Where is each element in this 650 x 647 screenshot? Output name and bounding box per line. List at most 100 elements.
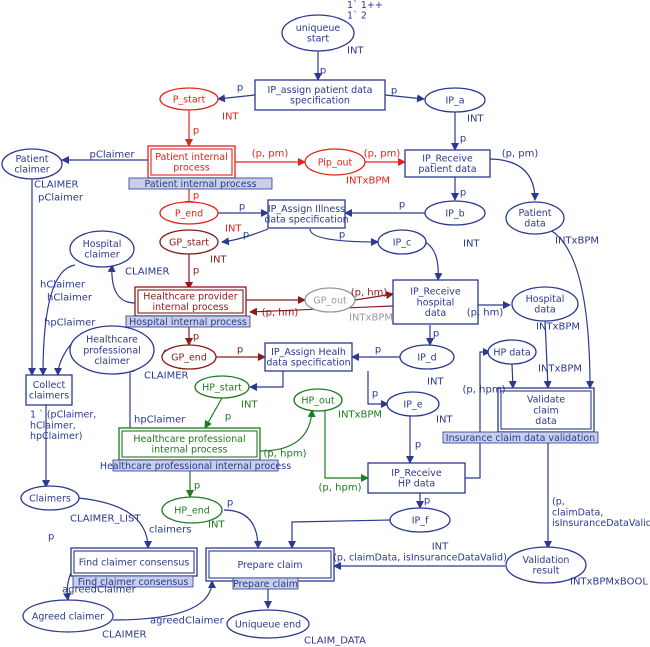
- transition-name: Find claimer consensus: [79, 557, 190, 568]
- arc-label: agreedClaimer: [150, 616, 225, 627]
- place-gp-start[interactable]: GP_start: [159, 229, 219, 255]
- place-name: Claimers: [29, 493, 71, 504]
- place-p-end[interactable]: P_end: [159, 201, 219, 225]
- arc-label: hClaimer: [47, 293, 93, 304]
- arc-label: (p, hm): [467, 308, 504, 319]
- arc-label: p: [339, 230, 345, 241]
- place-name: P_end: [175, 208, 203, 219]
- subpage-tag-prepare-claim[interactable]: Prepare claim: [232, 577, 299, 590]
- place-pip-out[interactable]: Pip_out: [304, 148, 366, 176]
- place-gp-end[interactable]: GP_end: [161, 344, 217, 370]
- place-name: IP_e: [403, 399, 422, 410]
- subpage-tag-label: Hospital internal process: [129, 317, 247, 328]
- arc-label: (p, hpm): [463, 385, 506, 396]
- arc-label: 1` 1++1` 2: [347, 0, 383, 22]
- arc-label: INTxBPM: [346, 176, 390, 187]
- arc-label: p: [320, 66, 326, 77]
- arc: [309, 228, 379, 246]
- subpage-tag-patient-internal[interactable]: Patient internal process: [128, 177, 273, 190]
- place-name: Agreed claimer: [32, 611, 104, 622]
- arc-label: INT: [463, 239, 480, 250]
- arc-label: INT: [222, 112, 239, 123]
- place-ip-f[interactable]: IP_f: [389, 507, 451, 533]
- place-claimers[interactable]: Claimers: [20, 485, 80, 511]
- place-ip-b[interactable]: IP_b: [424, 200, 486, 226]
- place-p-start[interactable]: P_start: [159, 87, 219, 111]
- arc-label: claimers: [149, 525, 191, 536]
- subpage-tag-find-consensus[interactable]: Find claimer consensus: [72, 575, 194, 588]
- subpage-tag-label: Healthcare professional internal process: [100, 461, 291, 472]
- place-hp-start[interactable]: HP_start: [194, 375, 250, 399]
- arc-label: p: [391, 86, 397, 97]
- arc: [107, 264, 136, 304]
- place-name: P_start: [173, 94, 206, 105]
- arc-label: INTxBPM: [338, 410, 382, 421]
- place-ip-e[interactable]: IP_e: [386, 391, 440, 417]
- place-ip-c[interactable]: IP_c: [377, 229, 427, 255]
- place-name: IP_a: [445, 95, 464, 106]
- place-name: GP_end: [171, 352, 207, 363]
- arc-label: hpClaimer: [134, 415, 186, 426]
- arc-label: (p, claimData, isInsuranceDataValid): [333, 552, 507, 563]
- place-name: HP_start: [202, 382, 242, 393]
- arc: [77, 497, 152, 549]
- arc: [424, 241, 443, 281]
- arc: [204, 397, 223, 429]
- place-hp-end[interactable]: HP_end: [161, 496, 223, 524]
- arc: [259, 409, 316, 452]
- transition-find-consensus[interactable]: Find claimer consensus: [70, 547, 198, 577]
- place-uniqueue-end[interactable]: Uniqueue end: [226, 609, 310, 639]
- arc: [489, 158, 539, 201]
- place-name: IP_f: [412, 515, 429, 526]
- place-name: HP_out: [301, 395, 334, 406]
- place-agreed-claimer[interactable]: Agreed claimer: [22, 599, 114, 633]
- place-gp-out[interactable]: GP_out: [304, 287, 356, 313]
- arc-label: INTxBPM: [555, 236, 599, 247]
- subpage-tag-validate-claim[interactable]: Insurance claim data validation: [442, 431, 599, 444]
- subpage-tag-label: Find claimer consensus: [78, 577, 189, 588]
- transition-prepare-claim[interactable]: Prepare claim: [205, 547, 335, 582]
- arc-label: INT: [436, 415, 453, 426]
- place-hp-out[interactable]: HP_out: [293, 388, 343, 412]
- place-ip-d[interactable]: IP_d: [399, 344, 455, 370]
- arc-label: agreedClaimer: [62, 585, 137, 596]
- arc: [367, 371, 389, 408]
- arc-label: hpClaimer: [44, 318, 96, 329]
- arc: [54, 342, 73, 376]
- arc-label: p: [48, 532, 54, 543]
- arc-label: (p, pm): [364, 149, 401, 160]
- subpage-tag-healthcare-provider[interactable]: Hospital internal process: [125, 315, 251, 328]
- arc: [217, 94, 256, 103]
- arc: [249, 371, 284, 391]
- place-ip-a[interactable]: IP_a: [424, 87, 486, 113]
- arc-label: p: [399, 200, 405, 211]
- place-hp-data[interactable]: HP data: [487, 339, 537, 365]
- subpage-tag-hp-internal[interactable]: Healthcare professional internal process: [100, 459, 291, 472]
- arc-label: hClaimer: [40, 280, 86, 291]
- arc: [354, 291, 394, 301]
